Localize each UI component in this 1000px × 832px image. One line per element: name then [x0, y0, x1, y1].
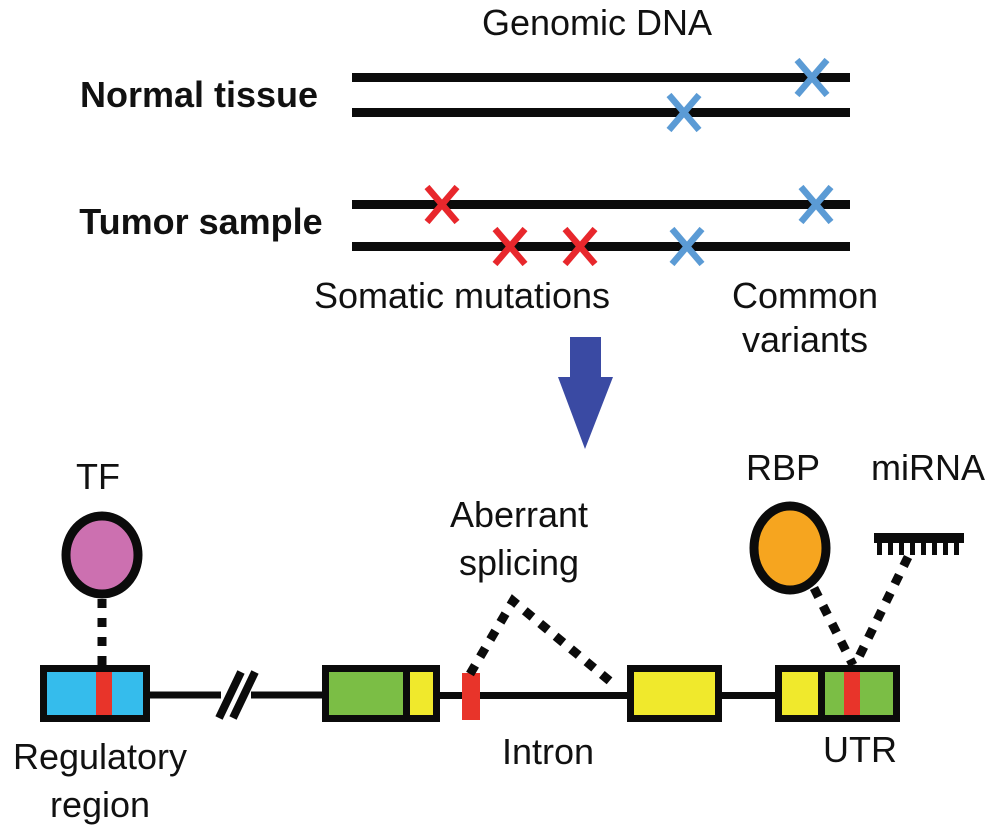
aberrant-splicing-label: Aberrant splicing — [449, 494, 589, 583]
exon1-divider — [403, 672, 410, 715]
exon1-outline — [322, 665, 440, 722]
rbp-protein-icon — [749, 501, 831, 595]
common-variant-x — [798, 184, 834, 225]
rbp-binding-dotted-line — [809, 585, 858, 668]
tumor-sample-label: Tumor sample — [79, 201, 323, 242]
tf-label: TF — [76, 456, 120, 497]
aberrant-splicing-dotted-path — [466, 594, 620, 691]
utr-mutation-stripe — [844, 672, 860, 715]
exon3-divider — [818, 672, 825, 715]
somatic-mutation-x — [492, 226, 528, 267]
mirna-label: miRNA — [871, 447, 985, 488]
mirna-binding-dotted-line — [850, 555, 913, 667]
tf-protein-icon — [61, 511, 143, 599]
somatic-mutation-marks — [424, 184, 598, 267]
tumor-sample-strands — [352, 200, 850, 251]
common-variant-x — [794, 57, 830, 98]
rbp-label: RBP — [745, 447, 821, 488]
common-variant-marks — [666, 57, 834, 267]
mirna-icon — [874, 533, 964, 555]
normal-tissue-label: Normal tissue — [79, 74, 319, 115]
normal-tissue-strands — [352, 73, 850, 117]
common-variants-label: Common variants — [731, 275, 879, 360]
regulatory-region-label: Regulatory region — [12, 736, 188, 825]
exon1-green-segment — [329, 672, 403, 715]
intron-label: Intron — [501, 731, 595, 772]
exon3-outline — [775, 665, 900, 722]
common-variant-x — [669, 226, 705, 267]
somatic-mutation-x — [424, 184, 460, 225]
figure-title: Genomic DNA — [481, 2, 713, 43]
intron-mutation-tick — [462, 673, 480, 720]
somatic-mutation-x — [562, 226, 598, 267]
common-variant-x — [666, 92, 702, 133]
exon3-yellow-segment — [782, 672, 818, 715]
regulatory-region-box — [40, 665, 150, 722]
down-arrow-icon — [558, 337, 613, 449]
somatic-mutations-label: Somatic mutations — [313, 275, 611, 316]
exon1-yellow-segment — [410, 672, 433, 715]
utr-label: UTR — [823, 729, 897, 770]
exon2-box — [627, 665, 722, 722]
regulatory-mutation-stripe — [96, 672, 112, 715]
line-break-icon — [215, 670, 259, 720]
